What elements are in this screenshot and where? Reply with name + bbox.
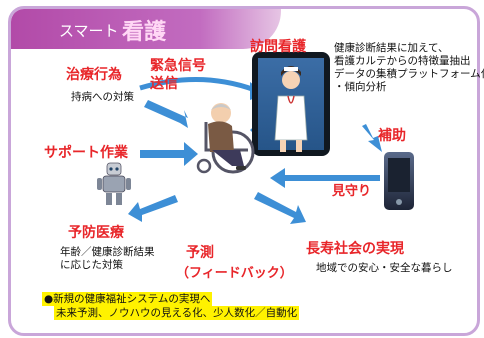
node-assist-label: 補助 [378,128,406,144]
arrow-treatment-to-patient [144,100,188,128]
nurse-icon [274,66,308,152]
arrow-phone-to-patient [270,168,380,188]
summary-note: ●新規の健康福祉システムの実現へ 未来予測、ノウハウの見える化、少人数化／自動化 [42,292,300,320]
summary-note-line-2: 未来予測、ノウハウの見える化、少人数化／自動化 [54,306,300,320]
node-support-label: サポート作業 [44,145,128,161]
node-emergency-label-1: 緊急信号 [150,58,206,74]
summary-note-line-1: ●新規の健康福祉システムの実現へ [42,292,213,306]
node-emergency-label-2: 送信 [150,76,178,92]
arrow-support-to-patient [140,142,198,166]
node-prediction-label-2: （フィードバック） [176,266,293,281]
node-visit-desc-1: 健康診断結果に加えて、 [334,42,449,54]
node-visit-desc-3: データの集積プラットフォーム化 [334,68,484,80]
node-longevity-desc: 地域での安心・安全な暮らし [316,262,453,274]
robot-icon [97,162,131,205]
banner-title: 看護 [122,20,167,45]
node-visit-label: 訪問看護 [250,39,306,55]
node-visit-desc-2: 看護カルテからの特徴量抽出 [334,55,471,67]
title-banner: スマート 看護 [11,9,281,49]
node-longevity-label: 長寿社会の実現 [306,241,404,257]
node-watch-label: 見守り [332,184,372,199]
banner-prefix: スマート [59,22,119,40]
node-prevention-desc-2: に応じた対策 [60,259,123,271]
elderly-wheelchair-icon [196,103,255,174]
arrow-emergency-curve [139,76,256,93]
node-prevention-label: 予防医療 [68,225,124,241]
node-visit-desc-4: ・傾向分析 [334,81,387,93]
arrow-tablet-to-phone [362,124,382,152]
smartphone-icon [384,152,414,210]
arrow-patient-to-longevity [254,192,306,224]
node-prevention-desc-1: 年齢／健康診断結果 [60,246,155,258]
node-treatment-desc: 持病への対策 [71,91,134,103]
node-prediction-label-1: 予測 [186,245,214,261]
arrow-patient-to-prevention [128,195,178,222]
node-treatment-label: 治療行為 [66,67,122,83]
